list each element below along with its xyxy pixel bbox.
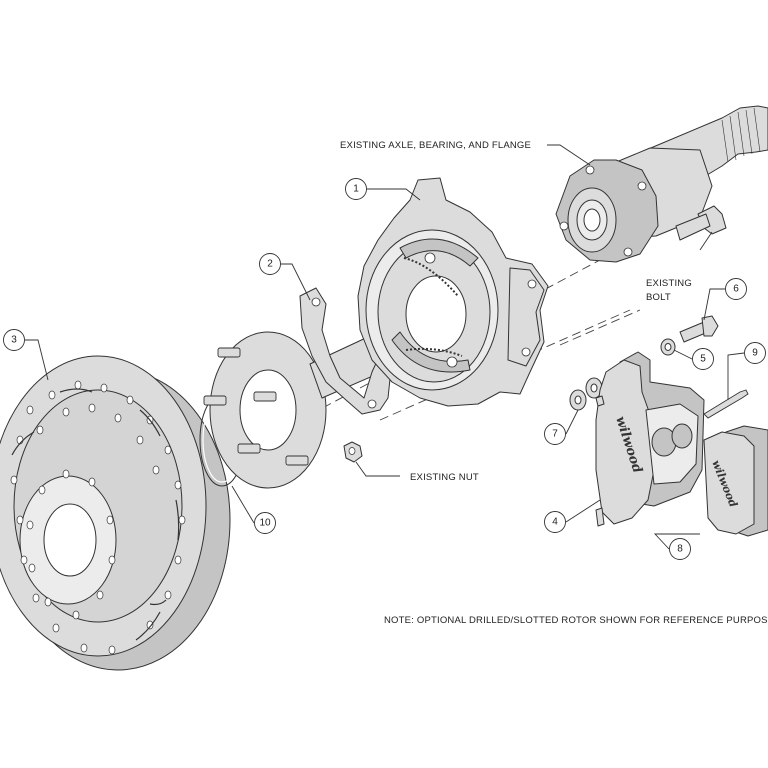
brake-pads: wilwood xyxy=(703,425,768,537)
callout-9: 9 xyxy=(744,342,766,364)
svg-text:3: 3 xyxy=(11,335,17,346)
callout-3: 3 xyxy=(3,329,25,351)
svg-text:9: 9 xyxy=(752,348,758,359)
label-existing-nut: EXISTING NUT xyxy=(410,472,479,483)
callout-4: 4 xyxy=(544,511,566,533)
callouts: 1 2 3 4 5 6 7 8 xyxy=(3,178,766,560)
existing-axle-bearing-flange xyxy=(555,105,768,263)
stud-hat-adapter xyxy=(203,331,327,489)
reference-note: NOTE: OPTIONAL DRILLED/SLOTTED ROTOR SHO… xyxy=(384,615,768,626)
rotor-drill-holes xyxy=(10,380,186,655)
caliper-mounting-bolt xyxy=(679,315,719,343)
svg-text:4: 4 xyxy=(552,517,558,528)
drilled-slotted-rotor xyxy=(0,355,231,671)
existing-lug-nut xyxy=(343,441,363,463)
svg-text:10: 10 xyxy=(259,518,271,529)
wilwood-caliper: wilwood xyxy=(595,351,705,527)
callout-8: 8 xyxy=(669,538,691,560)
cotter-pin xyxy=(703,389,749,419)
leader-lines xyxy=(25,144,745,550)
svg-text:5: 5 xyxy=(700,354,706,365)
label-existing-axle: EXISTING AXLE, BEARING, AND FLANGE xyxy=(340,140,531,151)
rotor-slots xyxy=(11,388,180,641)
bolt-washer xyxy=(660,338,676,356)
caliper-shims xyxy=(569,377,603,411)
callout-6: 6 xyxy=(725,278,747,300)
callout-2: 2 xyxy=(259,253,281,275)
callout-1: 1 xyxy=(345,178,367,200)
backing-plate-parking-brake xyxy=(357,177,549,407)
svg-text:7: 7 xyxy=(552,429,558,440)
svg-text:6: 6 xyxy=(733,284,739,295)
svg-text:1: 1 xyxy=(353,184,359,195)
callout-10: 10 xyxy=(254,512,276,534)
svg-text:8: 8 xyxy=(677,544,683,555)
wheel-studs xyxy=(203,347,309,466)
existing-flange-bolt xyxy=(675,205,727,241)
svg-text:2: 2 xyxy=(267,259,273,270)
label-existing-bolt-line1: EXISTING xyxy=(646,278,692,289)
callout-5: 5 xyxy=(692,348,714,370)
label-existing-bolt-line2: BOLT xyxy=(646,292,671,303)
callout-7: 7 xyxy=(544,423,566,445)
